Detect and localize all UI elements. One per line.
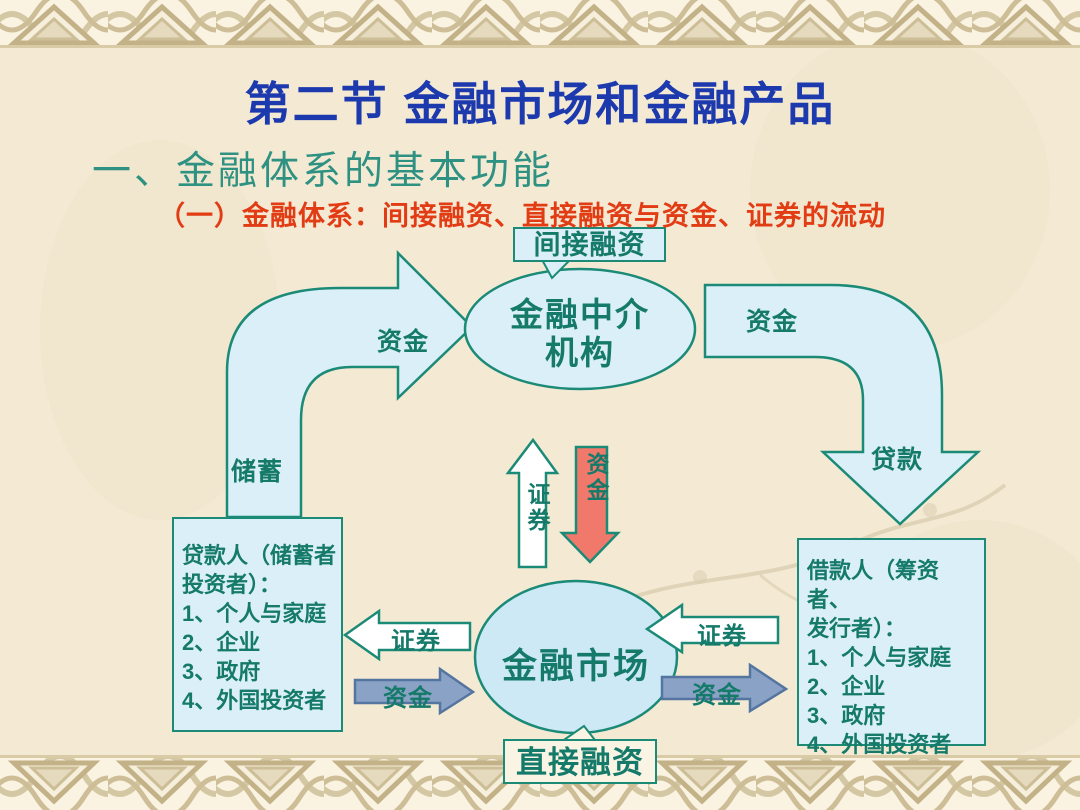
funds-to-borrowers-label: 资金 — [692, 682, 742, 709]
securities-up-arrow-icon — [505, 437, 560, 569]
decorative-border-top — [0, 0, 1080, 48]
funds-right-arrow-left-icon — [353, 666, 476, 716]
funds-right-arrow-right-icon — [660, 662, 789, 714]
securities-to-lenders-label: 证券 — [391, 628, 441, 655]
bent-arrow-funds-up-icon — [225, 249, 474, 519]
borrowers-box: 借款人（筹资者、 发行者）： 1、个人与家庭 2、企业 3、政府 4、外国投资者 — [797, 538, 986, 757]
lenders-line: 1、个人与家庭 — [182, 601, 327, 626]
slide-title: 第二节 金融市场和金融产品 — [244, 78, 836, 130]
lenders-line: 2、企业 — [182, 630, 261, 655]
securities-to-market-label: 证券 — [697, 623, 747, 650]
funds-from-lenders-label: 资金 — [383, 685, 433, 712]
borrowers-line: 1、个人与家庭 — [807, 645, 952, 670]
intermediary-label-line1: 金融中介 — [510, 296, 650, 333]
lenders-box: 贷款人（储蓄者 投资者）： 1、个人与家庭 2、企业 3、政府 4、外国投资者 — [172, 517, 343, 732]
funds-to-intermediary-label: 资金 — [377, 328, 430, 356]
bent-arrow-loans-down-icon — [703, 283, 982, 526]
borrowers-line: 3、政府 — [807, 703, 886, 728]
section-subheading: （一）金融体系：间接融资、直接融资与资金、证券的流动 — [158, 201, 886, 231]
market-label: 金融市场 — [501, 647, 650, 686]
savings-label: 储蓄 — [231, 458, 284, 486]
indirect-financing-label: 间接融资 — [533, 230, 646, 260]
loans-label: 贷款 — [871, 446, 924, 474]
intermediary-ellipse — [463, 267, 697, 391]
intermediary-label-line2: 机构 — [545, 334, 615, 371]
lenders-line: 贷款人（储蓄者 — [182, 543, 337, 568]
funds-down-arrow-icon — [559, 445, 621, 564]
borrowers-line: 4、外国投资者 — [807, 732, 952, 757]
section-heading: 一、金融体系的基本功能 — [92, 150, 555, 193]
securities-right-arrow-icon — [644, 602, 780, 655]
indirect-financing-box: 间接融资 — [513, 227, 666, 262]
direct-financing-box: 直接融资 — [503, 739, 657, 784]
borrowers-line: 发行者）： — [807, 616, 907, 641]
borrowers-line: 借款人（筹资者、 — [807, 558, 940, 612]
funds-from-intermediary-label: 资金 — [746, 308, 799, 336]
lenders-line: 4、外国投资者 — [182, 688, 327, 713]
securities-up-label: 证券 — [524, 482, 550, 534]
direct-financing-label: 直接融资 — [516, 745, 644, 780]
borrowers-line: 2、企业 — [807, 674, 886, 699]
securities-left-arrow-icon — [342, 608, 472, 662]
intermediary-label: 金融中介 机构 — [465, 296, 695, 372]
lenders-line: 3、政府 — [182, 659, 261, 684]
lenders-line: 投资者）： — [182, 572, 282, 597]
funds-down-label: 资金 — [583, 452, 609, 504]
